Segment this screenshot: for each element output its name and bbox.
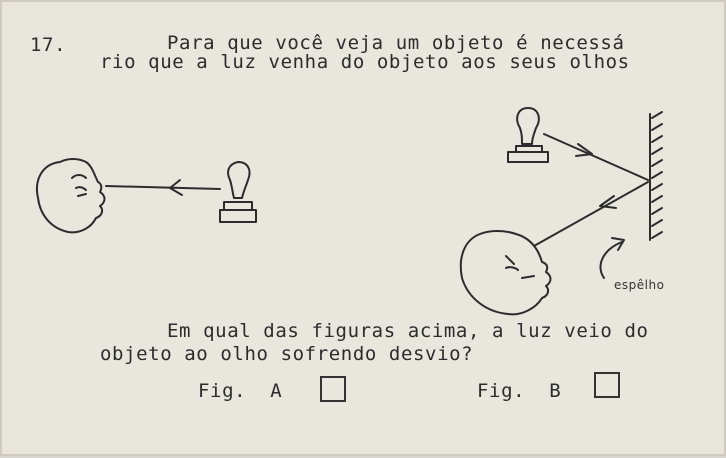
question-text-line1: Para que você veja um objeto é necessá xyxy=(167,32,625,54)
mirror-icon xyxy=(649,111,663,241)
question-number: 17. xyxy=(30,34,67,56)
option-a-label: Fig. A xyxy=(198,380,283,402)
figure-b-reflected-light xyxy=(459,107,663,316)
lamp-b-icon xyxy=(507,107,549,163)
question-text-line2: rio que a luz venha do objeto aos seus o… xyxy=(100,51,630,73)
head-a-icon xyxy=(36,158,106,234)
label-arrow xyxy=(599,241,623,279)
figure-a-direct-light xyxy=(36,158,257,234)
ray-a xyxy=(105,185,221,190)
ray-b-incident xyxy=(543,133,649,181)
prompt-line1: Em qual das figuras acima, a luz veio do xyxy=(167,320,649,342)
option-a-checkbox[interactable] xyxy=(320,376,346,402)
option-b-checkbox[interactable] xyxy=(594,372,620,398)
prompt-line2: objeto ao olho sofrendo desvio? xyxy=(100,343,474,365)
ray-b-reflected xyxy=(533,181,649,247)
mirror-label: espêlho xyxy=(614,278,665,292)
ray-a-arrow xyxy=(169,179,183,196)
option-b-label: Fig. B xyxy=(477,380,562,402)
lamp-a-icon xyxy=(219,161,257,223)
head-b-icon xyxy=(459,230,552,316)
